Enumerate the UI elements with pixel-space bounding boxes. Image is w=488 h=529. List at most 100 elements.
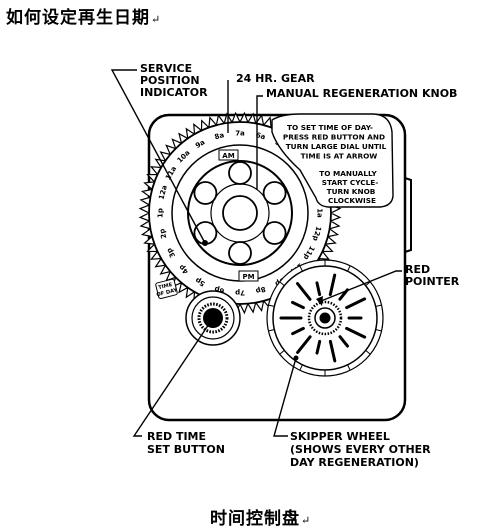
- skipper-wheel-pins: [279, 273, 367, 363]
- manual-start-line-2: START CYCLE-: [322, 178, 379, 187]
- pm-marker-box: [238, 270, 259, 282]
- dial-hour-label: 8a: [214, 131, 226, 141]
- skipper-pin[interactable]: [338, 335, 349, 348]
- skipper-pin[interactable]: [328, 339, 337, 363]
- red-time-button-leader: [132, 317, 214, 437]
- service-indicator-leader: [110, 69, 206, 244]
- service-indicator-line-3: INDICATOR: [140, 86, 208, 99]
- dial-hour-label: 9a: [194, 138, 207, 150]
- figure-caption-text: 时间控制盘: [210, 509, 300, 529]
- red-time-button-line-1: RED TIME: [147, 430, 206, 443]
- knob-notch: [262, 221, 287, 245]
- skipper-pin[interactable]: [328, 273, 337, 297]
- manual-start-line-4: CLOCKWISE: [328, 196, 376, 205]
- set-time-line-3: TURN LARGE DIAL UNTIL: [286, 142, 387, 151]
- red-time-button-line-2: SET BUTTON: [147, 443, 225, 456]
- dial-hour-label: 8p: [255, 285, 267, 295]
- time-of-day-tag-box: [155, 278, 178, 300]
- skipper-rim-divider: [375, 329, 382, 332]
- skipper-wheel-line-3: DAY REGENERATION): [290, 456, 419, 469]
- skipper-wheel-line-2: (SHOWS EVERY OTHER: [290, 443, 431, 456]
- red-pointer-line-2: POINTER: [405, 275, 460, 288]
- dial-hour-label: 12p: [311, 225, 323, 241]
- skipper-wheel-leader: [273, 357, 297, 437]
- dial-hour-label: 1a: [316, 208, 324, 218]
- skipper-rim-divider: [299, 265, 303, 272]
- dial-hour-label: 7a: [235, 130, 245, 138]
- knob-notches: [193, 161, 287, 265]
- skipper-pin[interactable]: [315, 281, 322, 297]
- dial-hour-label: 6p: [214, 285, 226, 295]
- callout-lines: [110, 69, 402, 437]
- manual-start-line-3: TURN KNOB: [327, 187, 376, 196]
- knob-notch: [228, 241, 252, 265]
- skipper-rim-divider: [299, 364, 303, 371]
- set-time-line-4: TIME IS AT ARROW: [301, 152, 378, 161]
- skipper-pin[interactable]: [291, 300, 305, 310]
- am-marker-label: AM: [222, 152, 234, 160]
- skipper-rim-divider: [268, 329, 275, 332]
- skipper-rim-divider: [375, 304, 382, 307]
- callout-24hr-gear: 24 HR. GEAR: [236, 72, 315, 85]
- instruction-card: TO SET TIME OF DAY- PRESS RED BUTTON AND…: [271, 113, 394, 208]
- skipper-pin[interactable]: [291, 326, 305, 336]
- skipper-pin[interactable]: [296, 335, 312, 354]
- time-of-day-tag: TIME OF DAY: [155, 278, 178, 300]
- instruction-card-outline: [271, 113, 394, 208]
- skipper-rim-divider: [268, 304, 275, 307]
- callout-manual-regeneration-knob: MANUAL REGENERATION KNOB: [266, 87, 457, 100]
- skipper-pin[interactable]: [345, 326, 367, 339]
- am-marker: AM: [218, 149, 239, 161]
- skipper-pin[interactable]: [315, 339, 322, 355]
- knob-inner-ring: [210, 183, 270, 243]
- service-indicator-line-2: POSITION: [140, 74, 200, 87]
- red-pointer-arrow: [316, 296, 323, 306]
- dial-hour-label: 6a: [255, 131, 267, 141]
- figure-caption: 时间控制盘↵: [210, 504, 311, 529]
- dial-hour-label: 5p: [194, 276, 207, 288]
- knob-notch: [193, 181, 218, 205]
- dial-hour-label: 3p: [165, 246, 177, 259]
- knob-notch: [262, 181, 287, 205]
- manual-start-line-1: TO MANUALLY: [319, 169, 377, 178]
- dial-hour-label: 7p: [235, 289, 245, 297]
- skipper-hub-center: [319, 312, 331, 324]
- service-indicator-line-1: SERVICE: [140, 62, 192, 75]
- dial-hour-label: 12a: [157, 184, 169, 200]
- page-heading-text: 如何设定再生日期: [6, 8, 150, 28]
- dial-hour-label: 1p: [157, 208, 165, 218]
- page-heading: 如何设定再生日期↵: [6, 3, 161, 28]
- skipper-wheel-leader-dot: [293, 355, 299, 361]
- pm-marker: PM: [238, 270, 259, 282]
- knob-notch: [228, 161, 252, 185]
- callout-service-position-indicator: SERVICE POSITION INDICATOR: [140, 62, 208, 99]
- pm-marker-label: PM: [242, 273, 254, 281]
- dial-hour-label: 2p: [158, 228, 168, 240]
- skipper-rim-divider: [347, 265, 351, 272]
- red-pointer-line-1: RED: [405, 263, 430, 276]
- heading-return-mark: ↵: [151, 13, 162, 26]
- set-time-line-2: PRESS RED BUTTON AND: [283, 133, 385, 142]
- callout-red-time-set-button: RED TIME SET BUTTON: [147, 430, 225, 456]
- skipper-wheel[interactable]: [266, 259, 384, 377]
- skipper-rim-divider: [365, 350, 371, 355]
- caption-return-mark: ↵: [301, 514, 312, 527]
- callout-red-pointer: RED POINTER: [405, 263, 460, 288]
- skipper-rim-divider: [347, 364, 351, 371]
- time-of-day-tag-line-2: OF DAY: [156, 287, 178, 298]
- skipper-pin[interactable]: [345, 297, 367, 310]
- skipper-rim-divider: [279, 350, 285, 355]
- manual-regeneration-knob[interactable]: [187, 160, 293, 266]
- housing-right-tab: [404, 177, 412, 253]
- set-time-line-1: TO SET TIME OF DAY-: [287, 123, 373, 132]
- skipper-rim-divider: [279, 281, 285, 286]
- skipper-pin[interactable]: [296, 282, 312, 301]
- callout-skipper-wheel: SKIPPER WHEEL (SHOWS EVERY OTHER DAY REG…: [290, 430, 431, 469]
- skipper-wheel-line-1: SKIPPER WHEEL: [290, 430, 390, 443]
- knob-hub[interactable]: [222, 195, 258, 231]
- time-of-day-tag-line-1: TIME: [158, 282, 174, 291]
- am-marker-box: [218, 149, 239, 161]
- red-pointer-leader: [320, 270, 402, 302]
- skipper-rim-divider: [365, 281, 371, 286]
